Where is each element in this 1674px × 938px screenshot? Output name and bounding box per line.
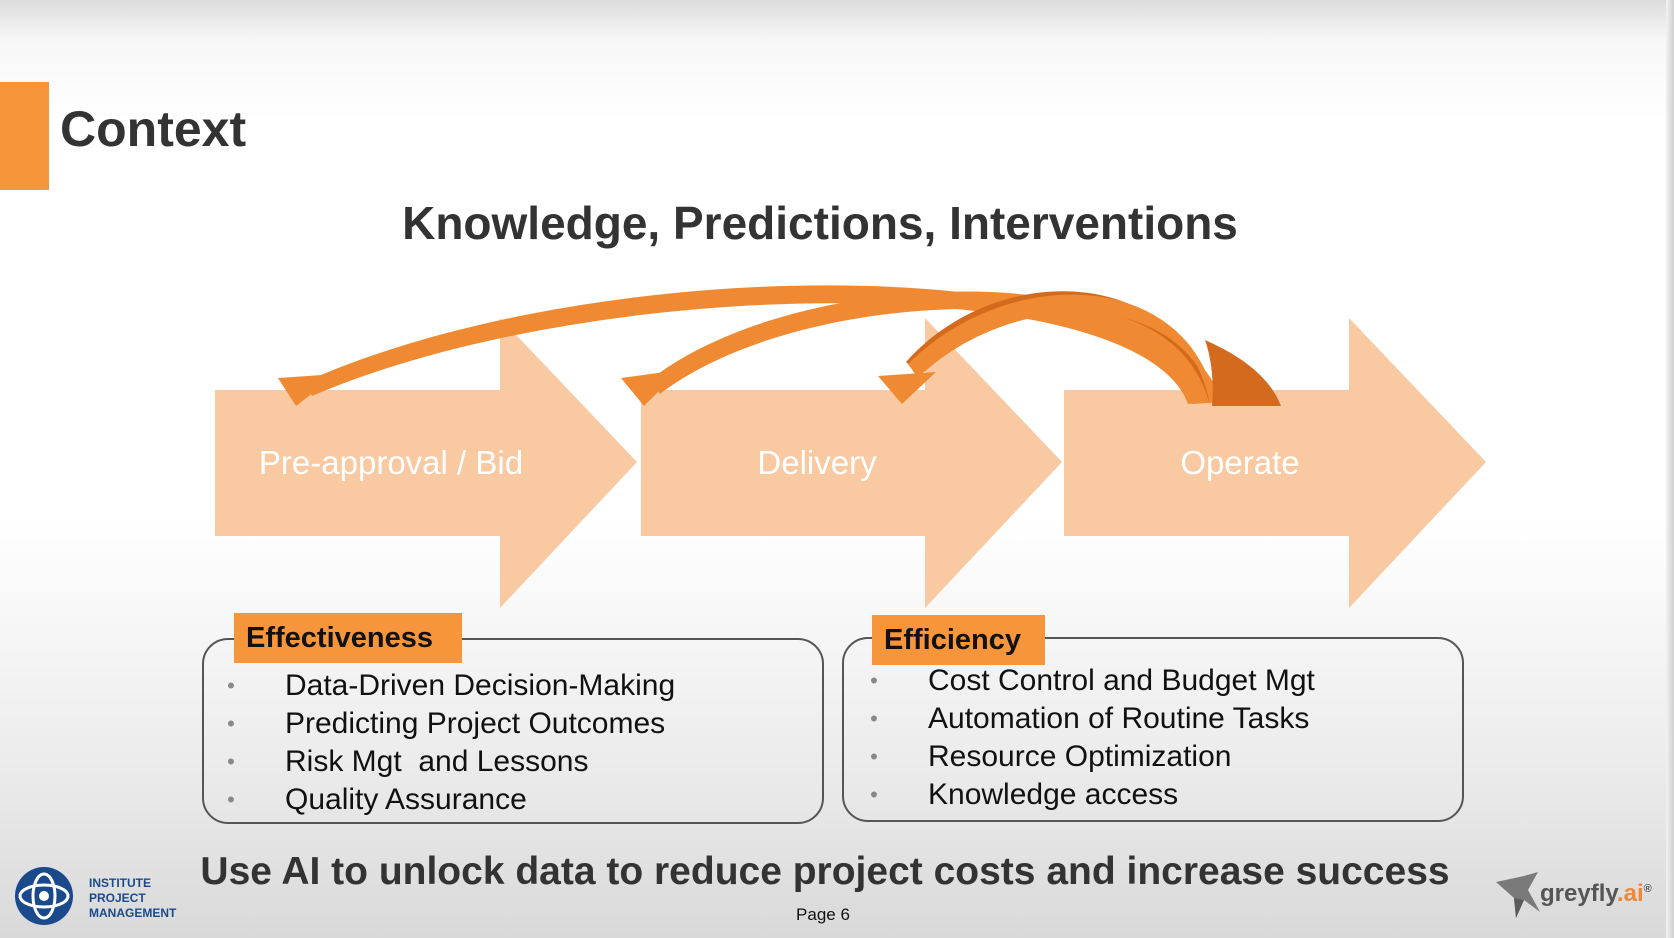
bullet-icon: • bbox=[870, 782, 878, 807]
feedback-curve-to-delivery bbox=[650, 291, 1222, 404]
feedback-arrowhead-delivery-second bbox=[878, 372, 936, 404]
list-item: • Quality Assurance bbox=[221, 781, 675, 819]
stage-arrow-delivery bbox=[641, 318, 1062, 608]
bullet-icon: • bbox=[870, 744, 878, 769]
eye-globe-icon bbox=[15, 867, 73, 925]
bullet-icon: • bbox=[227, 787, 235, 812]
efficiency-title: Efficiency bbox=[872, 615, 1045, 665]
bird-icon bbox=[1496, 872, 1540, 918]
efficiency-list: • Cost Control and Budget Mgt • Automation… bbox=[864, 662, 1315, 814]
list-item: • Knowledge access bbox=[864, 776, 1315, 814]
feedback-origin-cap bbox=[1205, 340, 1281, 406]
list-item-text: Resource Optimization bbox=[928, 740, 1232, 773]
list-item: • Data-Driven Decision-Making bbox=[221, 667, 675, 705]
title-accent-bar bbox=[0, 82, 49, 190]
bullet-icon: • bbox=[870, 706, 878, 731]
feedback-curve-to-delivery-second bbox=[908, 294, 1216, 404]
stage-label-preapproval: Pre-approval / Bid bbox=[259, 444, 523, 481]
effectiveness-list: • Data-Driven Decision-Making • Predicting… bbox=[221, 667, 675, 819]
greyfly-registered-mark: ® bbox=[1643, 883, 1652, 895]
list-item: • Resource Optimization bbox=[864, 738, 1315, 776]
list-item-text: Risk Mgt and Lessons bbox=[285, 745, 589, 778]
list-item-text: Knowledge access bbox=[928, 778, 1179, 811]
feedback-curve-to-preapproval bbox=[305, 285, 1218, 404]
list-item-text: Quality Assurance bbox=[285, 783, 527, 816]
stage-label-delivery: Delivery bbox=[757, 444, 877, 481]
slide-subtitle: Knowledge, Predictions, Interventions bbox=[402, 197, 1238, 249]
effectiveness-panel bbox=[202, 638, 824, 824]
list-item: • Cost Control and Budget Mgt bbox=[864, 662, 1315, 700]
stage-arrow-operate bbox=[1064, 318, 1486, 608]
list-item: • Risk Mgt and Lessons bbox=[221, 743, 675, 781]
right-edge-shadow bbox=[1666, 0, 1674, 938]
list-item-text: Automation of Routine Tasks bbox=[928, 702, 1310, 735]
greyfly-suffix: .ai bbox=[1616, 880, 1644, 907]
stage-label-operate: Operate bbox=[1180, 444, 1299, 481]
list-item-text: Predicting Project Outcomes bbox=[285, 707, 666, 740]
effectiveness-title: Effectiveness bbox=[234, 613, 462, 663]
ipm-logo-line: PROJECT bbox=[89, 891, 146, 905]
list-item: • Predicting Project Outcomes bbox=[221, 705, 675, 743]
bullet-icon: • bbox=[227, 749, 235, 774]
feedback-arrowhead-preapproval bbox=[278, 374, 337, 406]
bullet-icon: • bbox=[227, 673, 235, 698]
ipm-logo-text: INSTITUTE PROJECT MANAGEMENT bbox=[89, 876, 176, 921]
feedback-arrowhead-delivery bbox=[621, 370, 680, 406]
greyfly-logo-text: greyfly.ai® bbox=[1540, 880, 1652, 908]
slide-title: Context bbox=[60, 101, 247, 157]
list-item: • Automation of Routine Tasks bbox=[864, 700, 1315, 738]
ipm-logo-line: INSTITUTE bbox=[89, 876, 151, 890]
list-item-text: Cost Control and Budget Mgt bbox=[928, 664, 1315, 697]
ipm-logo-line: MANAGEMENT bbox=[89, 906, 177, 920]
bullet-icon: • bbox=[227, 711, 235, 736]
list-item-text: Data-Driven Decision-Making bbox=[285, 669, 676, 702]
page-number: Page 6 bbox=[796, 905, 850, 924]
slide-tagline: Use AI to unlock data to reduce project … bbox=[200, 850, 1450, 893]
efficiency-panel bbox=[842, 637, 1464, 822]
bullet-icon: • bbox=[870, 668, 878, 693]
greyfly-name: greyfly bbox=[1540, 880, 1617, 907]
